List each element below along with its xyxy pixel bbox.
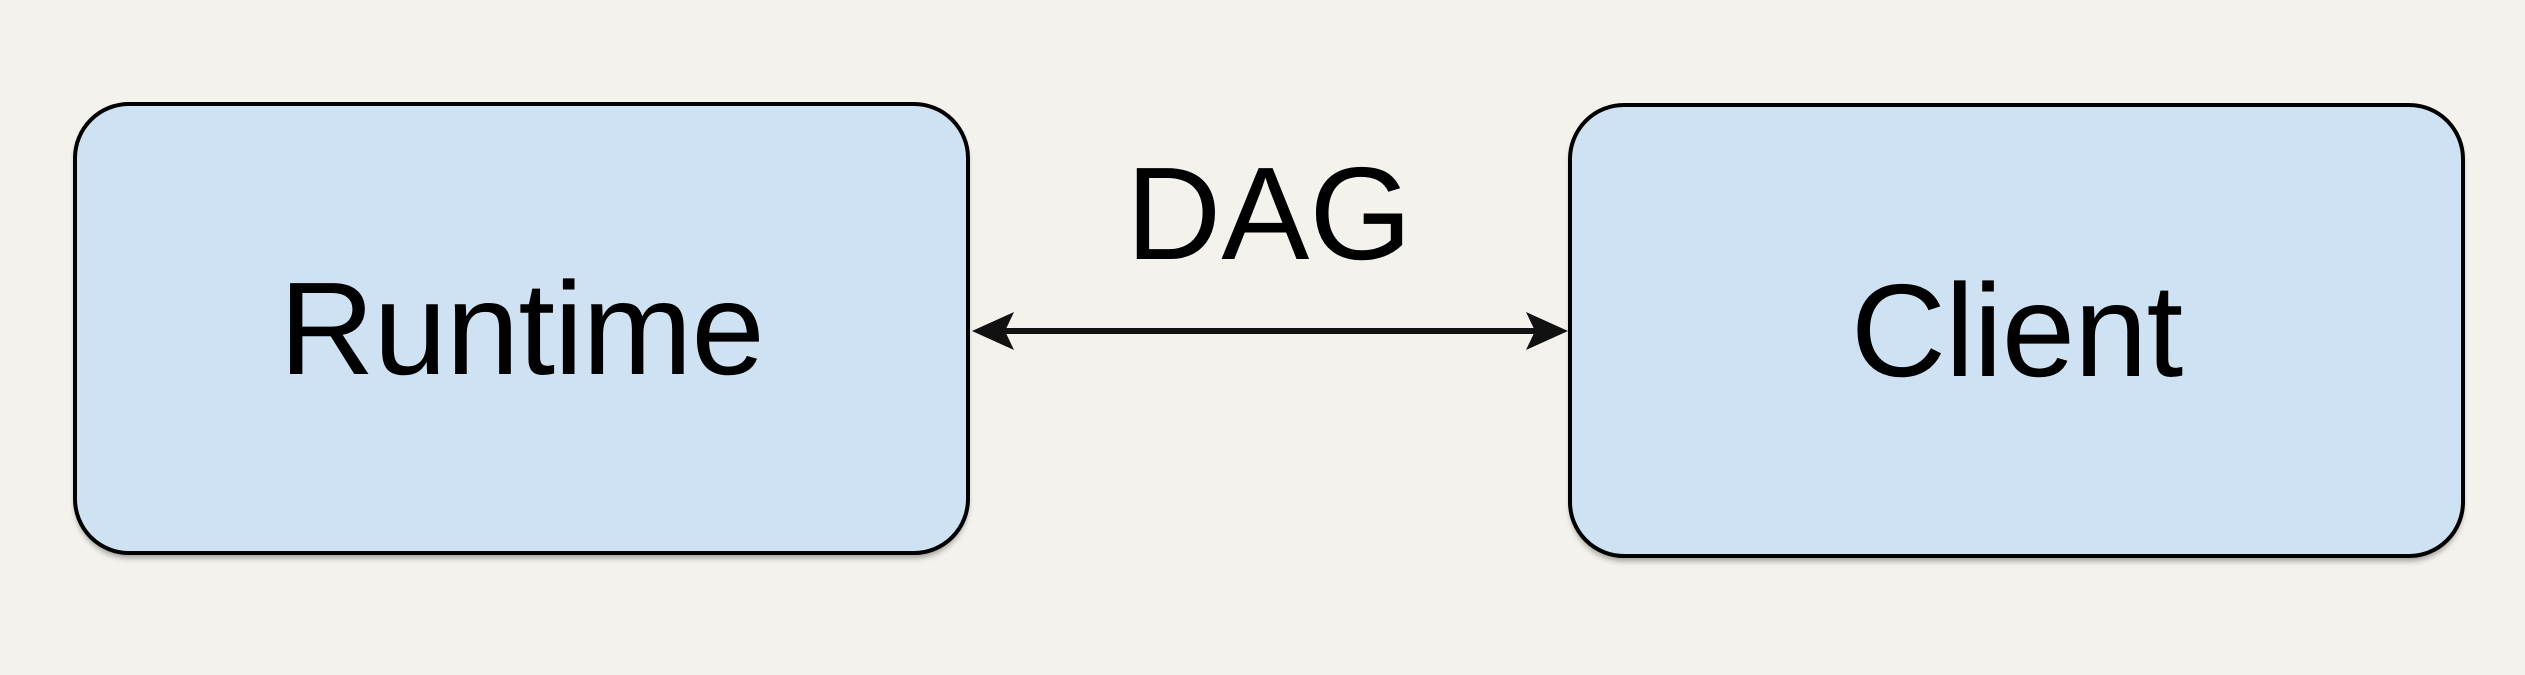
node-client: Client — [1568, 103, 2465, 558]
edge-label-dag: DAG — [1125, 140, 1413, 287]
node-runtime: Runtime — [73, 102, 970, 555]
arrowhead-right-icon — [1526, 312, 1568, 350]
arrowhead-left-icon — [972, 312, 1014, 350]
bidirectional-arrow — [972, 312, 1568, 350]
node-client-label: Client — [1850, 256, 2183, 404]
node-runtime-label: Runtime — [279, 254, 765, 402]
